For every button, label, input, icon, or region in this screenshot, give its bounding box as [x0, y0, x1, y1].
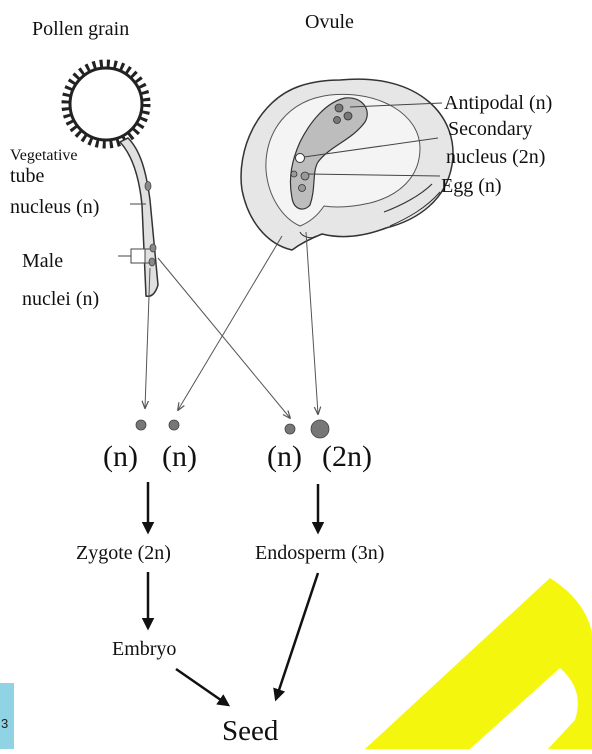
male-nucleus-2 [149, 258, 155, 266]
gamete-dot-male-2 [285, 424, 295, 434]
ploidy-n-2: (n) [162, 440, 197, 473]
ploidy-n-1: (n) [103, 440, 138, 473]
arrow-male-to-endosperm [158, 258, 290, 418]
gamete-dot-male-1 [136, 420, 146, 430]
antipodal-label: Antipodal (n) [444, 92, 552, 114]
male-nuclei-label-1: Male [22, 250, 63, 272]
corner-tag: 3 [0, 683, 14, 749]
egg-label: Egg (n) [441, 175, 502, 197]
male-nuclei-label-2: nuclei (n) [22, 288, 99, 310]
ploidy-n-3: (n) [267, 440, 302, 473]
arrow-secondary-to-endosperm [306, 232, 318, 414]
endosperm-label: Endosperm (3n) [255, 542, 384, 564]
pollen-grain-heading: Pollen grain [32, 18, 129, 40]
secondary-label-2: nucleus (2n) [446, 146, 545, 168]
embryo-label: Embryo [112, 638, 176, 660]
ovule-heading: Ovule [305, 11, 354, 33]
seed-label: Seed [222, 715, 279, 747]
arrow-embryo-to-seed [176, 669, 228, 705]
vegetative-label-1: Vegetative [10, 147, 78, 164]
arrow-endosperm-to-seed [276, 573, 318, 699]
arrow-egg-to-zygote [178, 236, 282, 410]
ploidy-2n: (2n) [322, 440, 372, 473]
zygote-label: Zygote (2n) [76, 542, 171, 564]
gamete-dot-secondary-nucleus [311, 420, 329, 438]
vegetative-label-2: tube [10, 165, 45, 187]
vegetative-nucleus [145, 182, 151, 191]
male-nuclei-bracket [118, 249, 150, 263]
watermark-p-shape [365, 578, 592, 749]
gamete-dot-egg [169, 420, 179, 430]
male-nucleus-1 [150, 244, 156, 252]
vegetative-label-3: nucleus (n) [10, 196, 99, 218]
secondary-label-1: Secondary [448, 118, 532, 140]
ovule-drawing [241, 79, 453, 250]
svg-text:3: 3 [1, 716, 8, 731]
